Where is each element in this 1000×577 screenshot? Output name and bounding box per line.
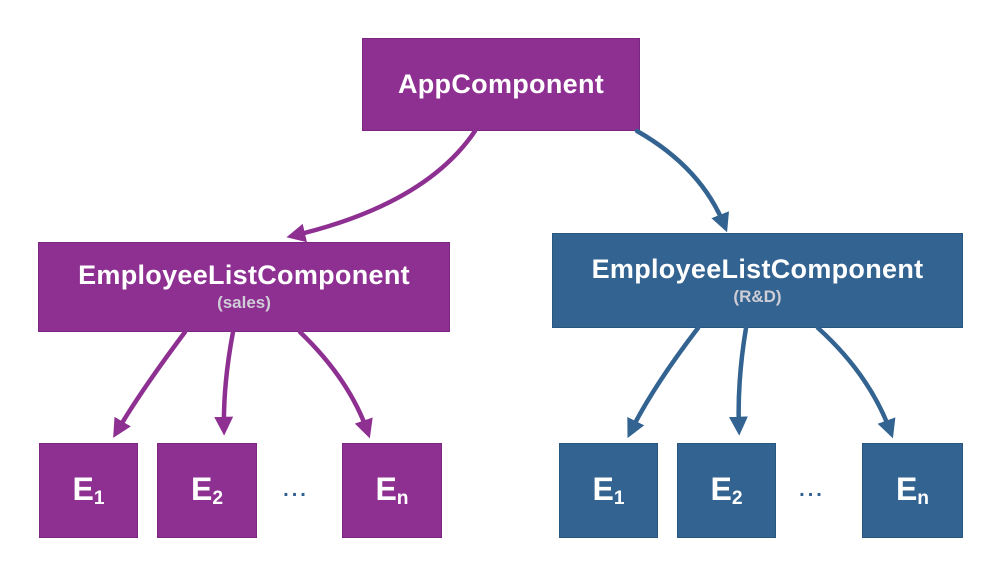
ellipsis-rnd: ...	[799, 479, 825, 501]
node-label: En	[896, 473, 929, 508]
node-sublabel: (sales)	[217, 293, 271, 312]
node-sales-en: En	[342, 443, 442, 538]
node-label: EmployeeListComponent	[78, 260, 410, 291]
edge-sales-to-en	[297, 329, 373, 439]
node-sublabel: (R&D)	[733, 286, 782, 306]
leaf-sub-text: n	[396, 487, 409, 509]
leaf-sub-text: 2	[731, 487, 743, 509]
node-sales-e2: E2	[157, 443, 257, 538]
edge-rnd-to-en	[815, 325, 896, 439]
node-sales-e1: E1	[39, 443, 138, 538]
leaf-base-text: E	[190, 470, 213, 507]
leaf-sub-text: n	[917, 487, 930, 509]
leaf-sub-text: 1	[613, 487, 625, 509]
node-label: E1	[72, 473, 104, 508]
node-label: EmployeeListComponent	[591, 253, 924, 284]
edge-app-to-sales	[286, 128, 478, 243]
leaf-sub-text: 2	[212, 487, 223, 509]
leaf-base-text: E	[72, 470, 94, 507]
node-label: E2	[191, 473, 223, 508]
leaf-sub-text: 1	[93, 487, 105, 509]
leaf-base-text: E	[710, 470, 732, 507]
node-app-component: AppComponent	[362, 38, 640, 131]
node-employee-list-sales: EmployeeListComponent (sales)	[38, 242, 450, 332]
node-rnd-e2: E2	[677, 443, 776, 538]
node-rnd-e1: E1	[559, 443, 658, 538]
edge-sales-to-e1	[113, 329, 188, 438]
ellipsis-sales: ...	[283, 479, 309, 501]
node-label: AppComponent	[397, 68, 605, 99]
node-employee-list-rnd: EmployeeListComponent (R&D)	[552, 233, 963, 328]
node-label: E2	[710, 473, 742, 508]
node-rnd-en: En	[862, 443, 963, 538]
node-label: E1	[592, 473, 624, 508]
leaf-base-text: E	[375, 470, 397, 507]
edge-rnd-to-e2	[729, 325, 749, 436]
edge-sales-to-e2	[214, 329, 236, 436]
edge-rnd-to-e1	[627, 325, 701, 439]
leaf-base-text: E	[592, 470, 614, 507]
leaf-base-text: E	[895, 470, 918, 507]
node-label: En	[375, 473, 408, 508]
edge-app-to-rnd	[634, 128, 729, 233]
